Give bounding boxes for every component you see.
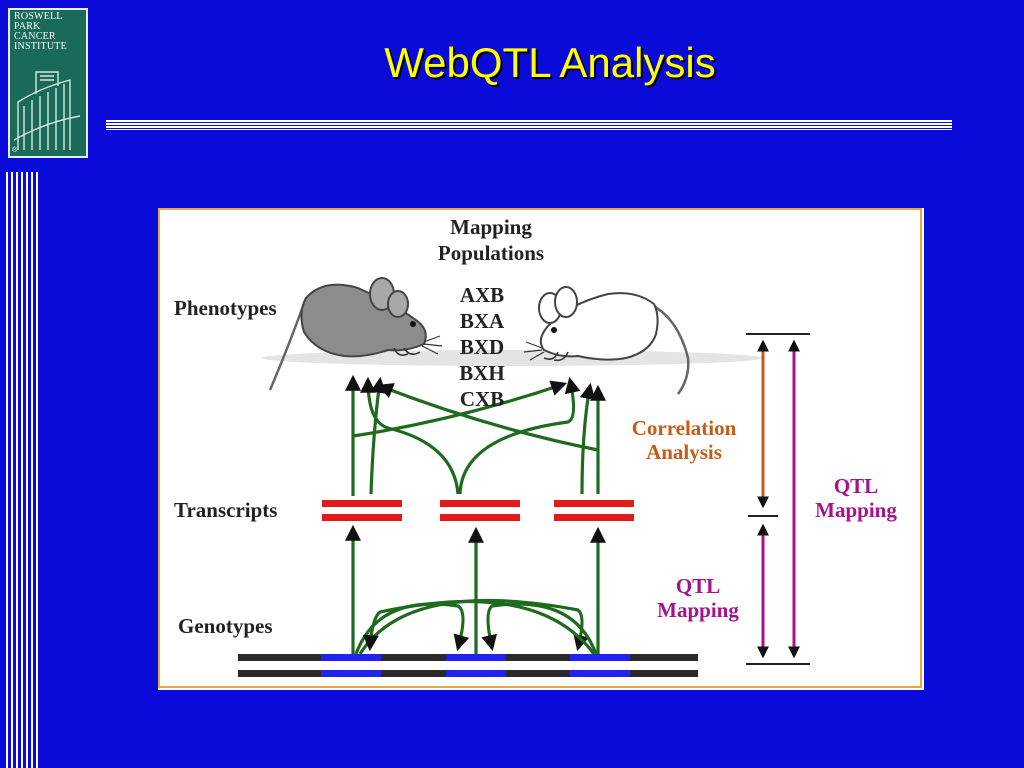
heading-line: Populations (406, 240, 576, 266)
locus-segment (446, 670, 506, 677)
population-list: AXB BXA BXD BXH CXB (442, 282, 522, 412)
locus-segment (570, 654, 630, 661)
population-item: BXA (442, 308, 522, 334)
slide-title: WebQTL Analysis (330, 38, 770, 88)
registered-mark: ® (12, 147, 17, 154)
qtl-line: Mapping (798, 498, 914, 522)
transcripts-label: Transcripts (174, 498, 277, 522)
logo-text-line: INSTITUTE (14, 42, 88, 52)
qtl-line: Mapping (640, 598, 756, 622)
panel-border (159, 209, 921, 687)
qtl-mapping-lower-label: QTL Mapping (640, 574, 756, 622)
title-divider (106, 120, 952, 130)
population-item: BXH (442, 360, 522, 386)
decorative-stripes (6, 172, 40, 768)
population-item: AXB (442, 282, 522, 308)
white-mouse-icon (524, 287, 688, 394)
genotypes-label: Genotypes (178, 614, 273, 638)
qtl-line: QTL (640, 574, 756, 598)
genotype-chromosomes (238, 654, 698, 677)
heading-line: Mapping (406, 214, 576, 240)
population-item: BXD (442, 334, 522, 360)
gray-mouse-icon (270, 278, 442, 390)
institute-logo: ROSWELL PARK CANCER INSTITUTE ® (8, 8, 88, 158)
diagram-panel: Mapping Populations AXB BXA BXD BXH CXB … (158, 208, 924, 690)
population-item: CXB (442, 386, 522, 412)
locus-segment (570, 670, 630, 677)
locus-segment (446, 654, 506, 661)
phenotypes-label: Phenotypes (174, 296, 277, 320)
transcript-bar (322, 514, 402, 521)
qtl-line: QTL (798, 474, 914, 498)
correlation-line: Correlation (614, 416, 754, 440)
transcript-bar (554, 500, 634, 507)
genotype-to-transcript-arrows (353, 528, 598, 654)
diagram-graphics (158, 208, 924, 690)
mapping-populations-heading: Mapping Populations (406, 214, 576, 266)
transcript-bars (322, 500, 634, 521)
transcript-bar (322, 500, 402, 507)
locus-segment (321, 670, 381, 677)
transcript-bar (440, 514, 520, 521)
transcript-bar (554, 514, 634, 521)
correlation-line: Analysis (614, 440, 754, 464)
transcript-bar (440, 500, 520, 507)
correlation-analysis-label: Correlation Analysis (614, 416, 754, 464)
locus-segment (321, 654, 381, 661)
qtl-mapping-right-label: QTL Mapping (798, 474, 914, 522)
